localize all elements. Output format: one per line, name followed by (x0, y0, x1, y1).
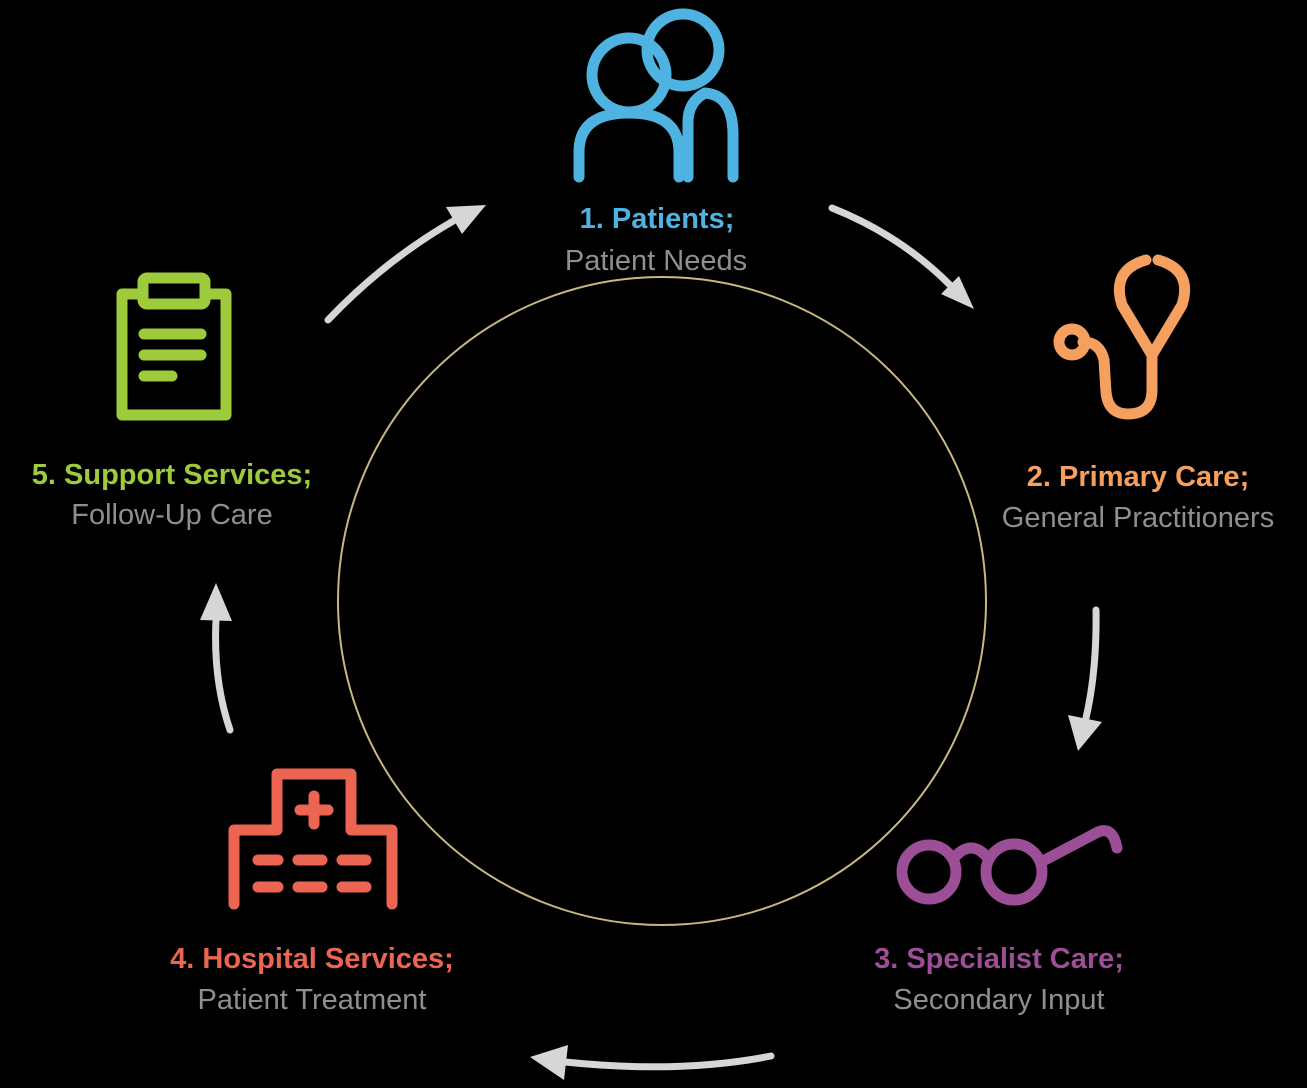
stage-title-patients: 1. Patients; (580, 203, 735, 235)
stage-title-hospital-services: 4. Hospital Services; (170, 943, 454, 975)
stage-title-specialist-care: 3. Specialist Care; (874, 943, 1124, 975)
stage-subtitle-hospital-services: Patient Treatment (198, 984, 427, 1016)
stage-title-support-services: 5. Support Services; (32, 459, 312, 491)
people-icon (573, 8, 739, 183)
arrow-specialist-care-to-hospital-services (530, 1045, 775, 1080)
arrow-primary-care-to-specialist-care (1068, 606, 1102, 751)
arrow-support-services-to-patients (324, 205, 486, 324)
stage-subtitle-specialist-care: Secondary Input (893, 984, 1104, 1016)
stage-subtitle-primary-care: General Practitioners (1002, 502, 1274, 534)
glasses-icon (896, 825, 1123, 906)
hospital-icon (228, 768, 398, 910)
stage-specialist-care: 3. Specialist Care; Secondary Input (874, 825, 1124, 1016)
stage-patients: 1. Patients; Patient Needs (565, 8, 747, 277)
stage-hospital-services: 4. Hospital Services; Patient Treatment (170, 768, 454, 1016)
stage-subtitle-support-services: Follow-Up Care (71, 499, 272, 531)
stage-primary-care: 2. Primary Care; General Practitioners (1002, 254, 1274, 534)
stage-support-services: 5. Support Services; Follow-Up Care (32, 272, 312, 531)
stethoscope-icon (1053, 254, 1191, 420)
clipboard-icon (116, 272, 232, 421)
arrow-hospital-services-to-support-services (200, 583, 234, 734)
center-circle (337, 276, 987, 926)
arrow-patients-to-primary-care (828, 204, 974, 309)
stage-title-primary-care: 2. Primary Care; (1027, 461, 1249, 493)
stage-subtitle-patients: Patient Needs (565, 245, 747, 277)
